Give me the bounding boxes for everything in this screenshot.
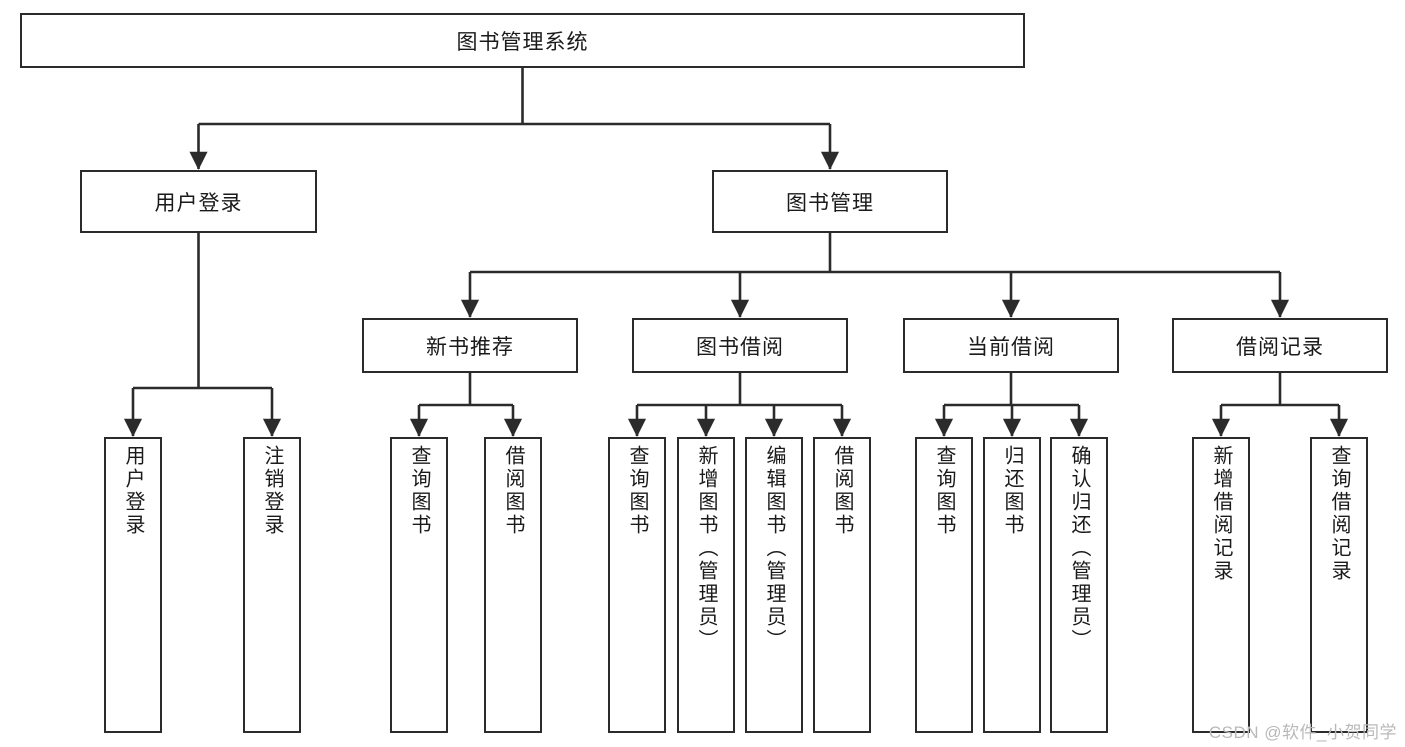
node-label: 图书管理系统 [456,30,589,54]
node-label: 查询图书 [626,445,648,537]
node-label: 查询借阅记录 [1328,445,1350,583]
node-label: 用户登录 [154,191,243,215]
node-label: 注销登录 [261,445,283,537]
node-leaf_3[interactable]: 借阅图书 [484,437,542,733]
node-leaf_9[interactable]: 归还图书 [983,437,1041,733]
tree-connectors [123,68,1349,437]
node-label: 当前借阅 [967,335,1055,359]
node-label: 归还图书 [1001,445,1023,537]
node-leaf_8[interactable]: 查询图书 [915,437,973,733]
node-l3_1[interactable]: 图书借阅 [632,318,848,373]
node-leaf_11[interactable]: 新增借阅记录 [1192,437,1250,733]
node-label: 图书借阅 [696,335,784,359]
node-l3_3[interactable]: 借阅记录 [1172,318,1388,373]
node-label: 新增图书（管理员） [695,445,717,652]
node-leaf_6[interactable]: 编辑图书（管理员） [745,437,803,733]
node-l3_0[interactable]: 新书推荐 [362,318,578,373]
node-label: 图书管理 [786,191,874,215]
node-label: 新书推荐 [426,335,514,359]
node-label: 借阅图书 [831,445,853,537]
node-leaf_0[interactable]: 用户登录 [104,437,162,733]
node-label: 借阅记录 [1236,335,1324,359]
node-leaf_5[interactable]: 新增图书（管理员） [677,437,735,733]
node-l2_0[interactable]: 用户登录 [80,170,317,233]
node-label: 用户登录 [122,445,144,537]
node-leaf_1[interactable]: 注销登录 [243,437,301,733]
node-root[interactable]: 图书管理系统 [20,13,1025,68]
node-leaf_7[interactable]: 借阅图书 [813,437,871,733]
node-leaf_10[interactable]: 确认归还（管理员） [1050,437,1108,733]
node-label: 新增借阅记录 [1210,445,1232,583]
node-label: 确认归还（管理员） [1068,445,1090,652]
node-label: 编辑图书（管理员） [763,445,785,652]
node-leaf_12[interactable]: 查询借阅记录 [1310,437,1368,733]
node-leaf_2[interactable]: 查询图书 [390,437,448,733]
node-leaf_4[interactable]: 查询图书 [608,437,666,733]
node-l3_2[interactable]: 当前借阅 [903,318,1119,373]
node-label: 查询图书 [408,445,430,537]
node-label: 查询图书 [933,445,955,537]
node-label: 借阅图书 [502,445,524,537]
node-l2_1[interactable]: 图书管理 [712,170,948,233]
